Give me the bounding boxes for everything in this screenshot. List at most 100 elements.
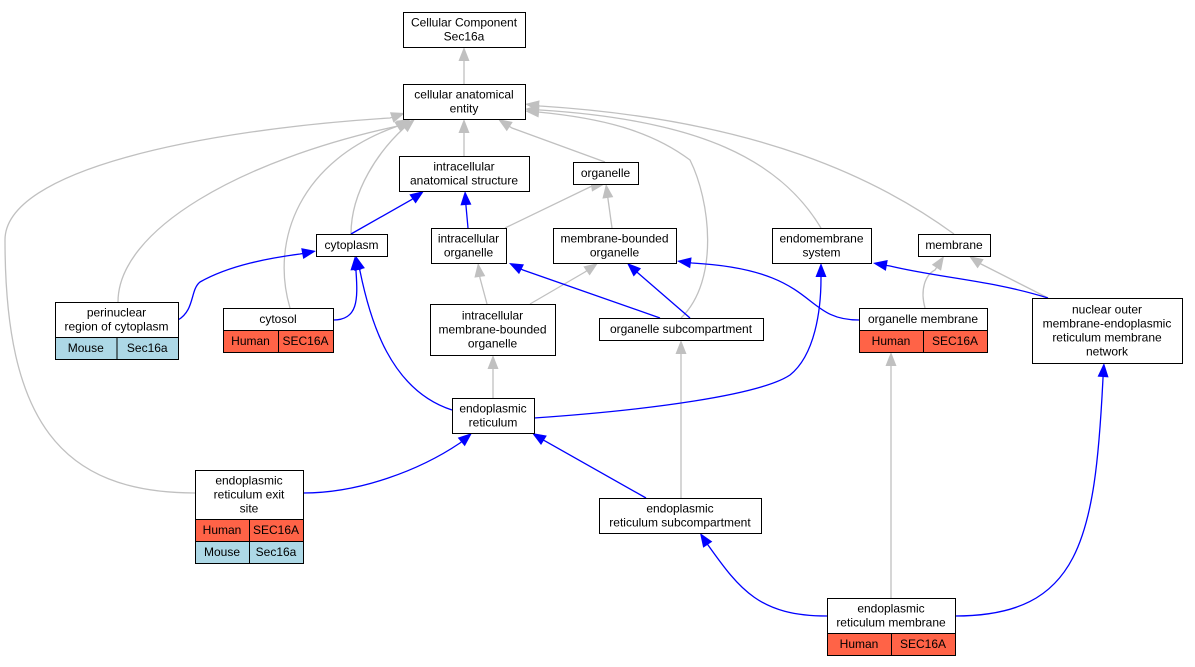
node-box <box>55 302 179 338</box>
arrowhead <box>487 355 499 369</box>
gene-cell <box>891 633 956 656</box>
node-box <box>399 156 530 192</box>
node-box <box>827 598 956 634</box>
node-box <box>772 228 872 264</box>
gene-cell <box>116 337 179 360</box>
node-label-line: nuclear outer <box>1072 303 1142 317</box>
node-box <box>452 398 535 434</box>
edge-cytoplasm-to-ias <box>350 191 424 235</box>
node-label-line: anatomical structure <box>410 174 518 188</box>
node-membrane[interactable]: membrane <box>918 234 991 257</box>
edge-imbo-to-mbo <box>529 263 598 305</box>
node-osc[interactable]: organelle subcompartment <box>599 318 764 341</box>
node-label-line: intracellular <box>433 160 494 174</box>
edge-eres-to-er <box>302 433 472 494</box>
node-label-line: endomembrane <box>779 232 863 246</box>
edge-mbo-to-organelle <box>602 184 614 229</box>
node-label-line: membrane-bounded <box>560 232 668 246</box>
node-label-line: entity <box>450 102 479 116</box>
edge-membrane-to-cae <box>525 100 955 235</box>
node-label-line: endoplasmic <box>215 474 282 488</box>
arrowhead <box>458 47 470 61</box>
edge-ems-to-cae <box>525 104 822 229</box>
node-organelle[interactable]: organelle <box>573 162 639 185</box>
arrowhead <box>301 248 316 259</box>
species-label: Mouse <box>68 341 104 355</box>
species-label: Human <box>231 334 270 348</box>
node-box <box>430 304 556 356</box>
gene-label: Sec16a <box>127 341 168 355</box>
node-label-line: reticulum membrane <box>836 616 946 630</box>
edge-eres-to-cae <box>4 112 405 494</box>
edge-ias-to-cae <box>458 119 470 156</box>
node-label-line: perinuclear <box>87 306 146 320</box>
species-label: Human <box>840 637 879 651</box>
arrowhead <box>675 340 687 354</box>
edge-io-to-ias <box>460 191 472 229</box>
edge-perinuclear-to-cae <box>117 119 411 303</box>
annotation-row[interactable]: Human SEC16A <box>827 633 956 656</box>
node-label-line: organelle subcompartment <box>610 322 753 336</box>
node-label-line: organelle <box>590 246 640 260</box>
node-box <box>599 498 762 534</box>
node-label-line: organelle <box>581 166 631 180</box>
edge-perinuclear-to-cytoplasm <box>177 248 316 321</box>
node-cytoplasm[interactable]: cytoplasm <box>316 234 388 257</box>
edge-nom-to-ems <box>873 260 1049 299</box>
arrowhead <box>677 257 692 269</box>
node-label-line: Sec16a <box>444 30 485 44</box>
node-box <box>573 162 639 185</box>
gene-label: SEC16A <box>932 334 978 348</box>
arrowhead <box>602 184 614 199</box>
arrowhead <box>969 256 984 269</box>
arrowhead <box>885 352 897 366</box>
edge-erm-to-ersc <box>700 533 828 617</box>
annotation-row[interactable]: Mouse Sec16a <box>55 337 179 360</box>
arrowhead <box>700 533 713 548</box>
species-label: Human <box>203 523 242 537</box>
edge-erm-to-nom <box>954 363 1109 617</box>
gene-label: Sec16a <box>256 545 297 559</box>
node-box <box>403 84 526 120</box>
gene-cell <box>249 541 304 564</box>
gene-label: SEC16A <box>900 637 946 651</box>
edge-osc-to-io <box>509 263 661 319</box>
node-label-line: intracellular <box>462 309 523 323</box>
node-label-line: reticulum subcompartment <box>609 516 751 530</box>
arrowhead <box>873 260 888 271</box>
arrowhead <box>474 263 486 278</box>
node-label-line: endoplasmic <box>459 402 526 416</box>
arrowhead <box>354 256 365 271</box>
arrowhead <box>583 263 598 276</box>
node-box <box>599 318 764 341</box>
edge-er-to-imbo <box>487 355 499 398</box>
node-box <box>553 228 677 264</box>
edge-organelle-to-cae <box>498 119 606 163</box>
node-label-line: endoplasmic <box>646 502 713 516</box>
arrowhead <box>525 100 540 112</box>
node-nom[interactable]: nuclear outermembrane-endoplasmicreticul… <box>1032 298 1183 364</box>
arrowhead <box>394 119 409 132</box>
arrowhead <box>931 256 944 271</box>
node-label-line: organelle <box>444 246 494 260</box>
arrowhead <box>389 112 405 123</box>
